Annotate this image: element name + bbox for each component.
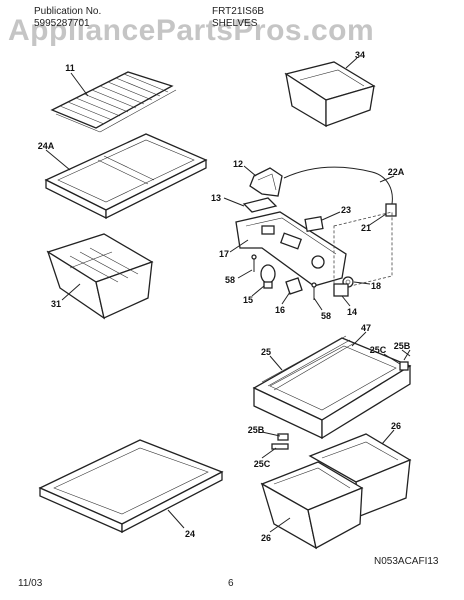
strip-13-part — [242, 197, 278, 213]
leader-24a — [45, 149, 71, 171]
callout-25: 25 — [260, 347, 272, 357]
leader-22a — [379, 175, 395, 183]
switch-23-part — [304, 215, 324, 233]
publication-label: Publication No. — [34, 6, 102, 17]
leader-25 — [269, 355, 283, 371]
callout-23: 23 — [340, 205, 352, 215]
glass-shelf-24-part — [38, 439, 224, 534]
callout-26-left: 26 — [260, 533, 272, 543]
leader-26b — [269, 517, 291, 533]
leader-21 — [367, 213, 387, 227]
slide-25b-25c-part — [271, 349, 411, 450]
crisper-pair-26-part — [260, 433, 412, 550]
thermostat-14-part — [333, 283, 349, 297]
footer-page: 6 — [228, 578, 234, 589]
callout-25c-top: 25C — [369, 345, 387, 355]
callout-34: 34 — [354, 50, 366, 60]
callout-24a: 24A — [37, 141, 55, 151]
callout-14: 14 — [346, 307, 358, 317]
model-number: FRT21IS6B — [212, 6, 265, 17]
leader-58b — [313, 297, 323, 311]
leader-11 — [70, 72, 89, 97]
bulb-15-part — [260, 264, 276, 289]
leader-16 — [281, 291, 291, 305]
leader-14 — [341, 295, 351, 307]
callout-47: 47 — [360, 323, 372, 333]
callout-58-left: 58 — [224, 275, 236, 285]
callout-18: 18 — [370, 281, 382, 291]
leader-47 — [351, 331, 367, 347]
callout-31: 31 — [50, 299, 62, 309]
callout-21: 21 — [360, 223, 372, 233]
leader-25b-bot — [261, 431, 281, 437]
leader-12 — [243, 165, 257, 177]
control-housing-17-part — [235, 211, 347, 287]
leader-25c-top — [383, 353, 401, 365]
leader-34 — [345, 57, 358, 69]
callout-26-right: 26 — [390, 421, 402, 431]
leader-18 — [353, 281, 371, 285]
callout-11: 11 — [65, 63, 75, 73]
callout-12: 12 — [232, 159, 244, 169]
light-shield-12-part — [249, 167, 283, 197]
leader-31 — [61, 283, 81, 301]
leader-13 — [223, 197, 245, 207]
harness-22a-part — [283, 166, 397, 217]
leader-25c-bot — [261, 447, 277, 459]
leader-17 — [229, 239, 249, 253]
leader-23 — [321, 211, 341, 221]
wire-shelf-part — [50, 71, 177, 133]
footer-date: 11/03 — [18, 578, 43, 589]
leader-58a — [237, 269, 253, 279]
leader-26a — [381, 429, 395, 445]
small-bin-part — [284, 61, 376, 128]
callout-15: 15 — [242, 295, 254, 305]
glass-shelf-24a-part — [44, 133, 208, 220]
leader-15 — [251, 285, 265, 297]
watermark-text: AppliancePartsPros.com — [8, 14, 375, 47]
socket-16-part — [285, 277, 303, 295]
crisper-31-part — [46, 233, 154, 320]
callout-13: 13 — [210, 193, 222, 203]
callout-17: 17 — [218, 249, 230, 259]
callout-25b-top: 25B — [393, 341, 411, 351]
publication-number: 5995287701 — [34, 18, 90, 29]
callout-25b-bottom: 25B — [247, 425, 265, 435]
section-title: SHELVES — [212, 18, 258, 29]
deli-shelf-assembly-part — [252, 335, 412, 440]
callout-24: 24 — [184, 529, 196, 539]
callout-16: 16 — [274, 305, 286, 315]
screw-58-part — [251, 254, 317, 300]
figure-code: N053ACAFI13 — [374, 556, 439, 567]
leader-25b-top — [401, 349, 411, 357]
leader-24 — [167, 509, 185, 529]
callout-58-right: 58 — [320, 311, 332, 321]
callout-25c-bottom: 25C — [253, 459, 271, 469]
callout-22a: 22A — [387, 167, 405, 177]
